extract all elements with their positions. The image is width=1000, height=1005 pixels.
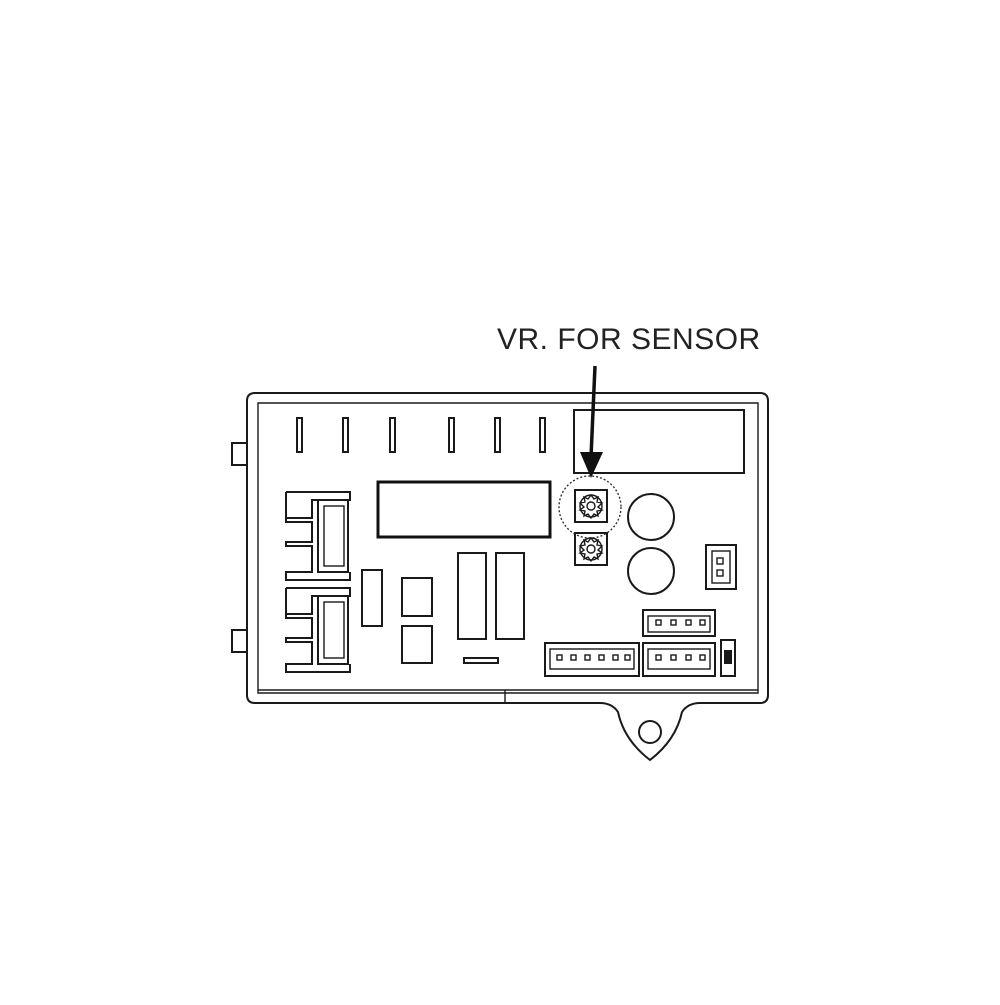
capacitor-upper [627,493,675,541]
side-clip-bottom [231,629,248,653]
mounting-hole [638,720,662,744]
housing-outline [246,392,769,762]
relay-block [573,409,745,474]
connector-4pin-lower [642,642,716,677]
callout-label: VR. FOR SENSOR [497,323,761,356]
small-strip [463,657,499,664]
relay-left [457,552,487,640]
heatsink-lower [285,587,351,673]
component-tall [361,569,383,627]
heatsink-upper [285,491,351,581]
slide-switch [720,639,736,677]
component-square-upper [401,577,433,617]
component-square-lower [401,625,433,664]
callout-arrow [580,365,603,478]
connector-6pin [544,642,640,677]
relay-right [495,552,525,640]
variable-resistor-bottom [574,532,608,566]
ic-chip-long [376,480,552,539]
capacitor-lower [627,547,675,595]
side-clip-top [231,442,248,466]
connector-2pin [705,544,737,590]
variable-resistor-top [558,475,622,539]
terminal-pins [296,417,546,453]
connector-4pin-upper [642,609,716,637]
